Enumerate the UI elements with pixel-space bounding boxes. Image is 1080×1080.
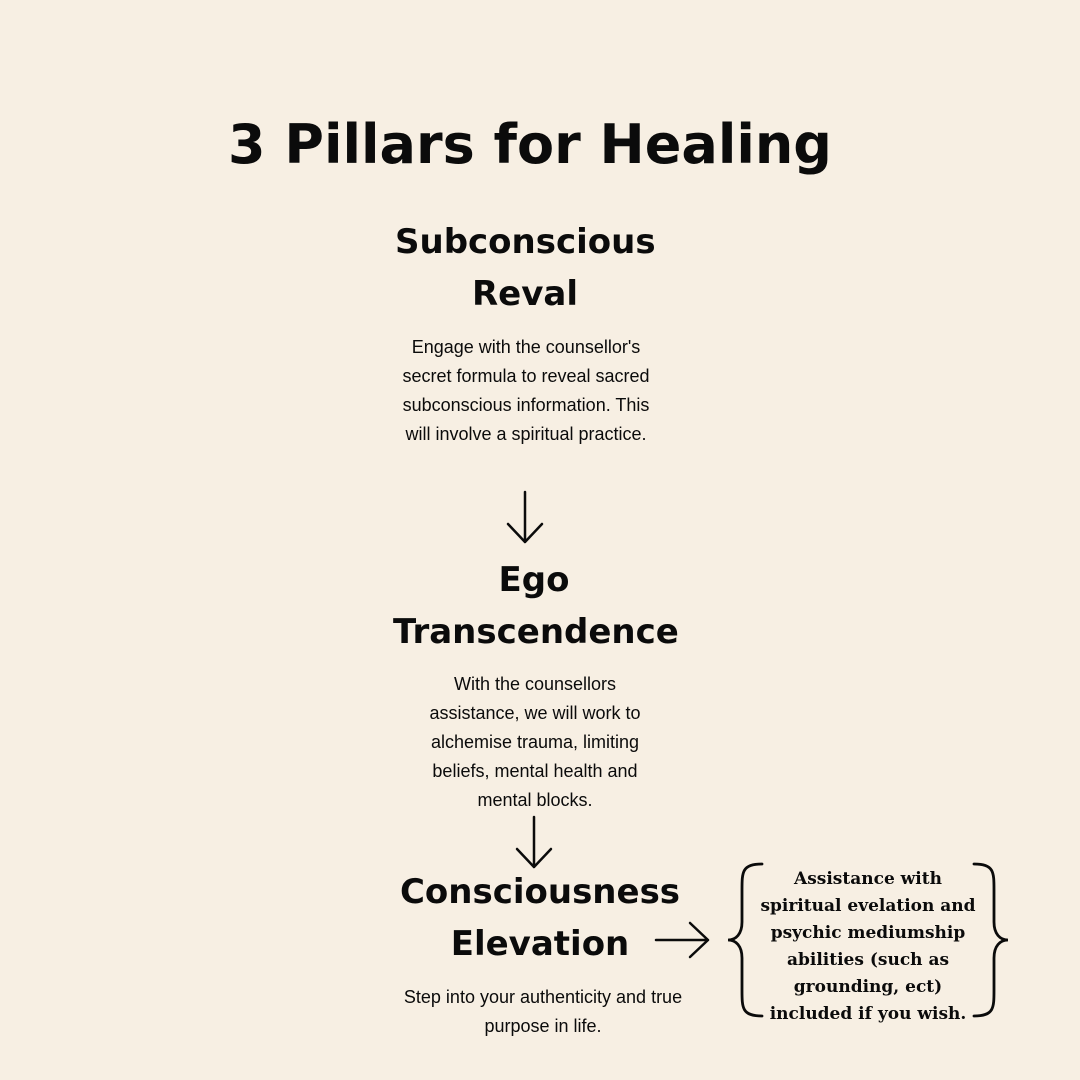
side-note: Assistance with spiritual evelation and … (760, 869, 976, 1024)
pillar-2-description: With the counsellors assistance, we will… (429, 674, 641, 810)
down-arrow-icon (515, 815, 553, 869)
pillar-3-heading: Consciousness Elevation (399, 872, 681, 964)
page-title: 3 Pillars for Healing (228, 113, 832, 176)
left-brace-icon (727, 862, 764, 1018)
right-arrow-icon (654, 921, 710, 959)
pillar-3-description: Step into your authenticity and true pur… (403, 987, 683, 1036)
pillar-1-description: Engage with the counsellor's secret form… (402, 337, 650, 444)
pillar-2-heading: Ego Transcendence (393, 560, 679, 652)
right-brace-icon (972, 862, 1009, 1018)
down-arrow-icon (506, 490, 544, 544)
pillar-1-heading: Subconscious Reval (395, 222, 656, 314)
